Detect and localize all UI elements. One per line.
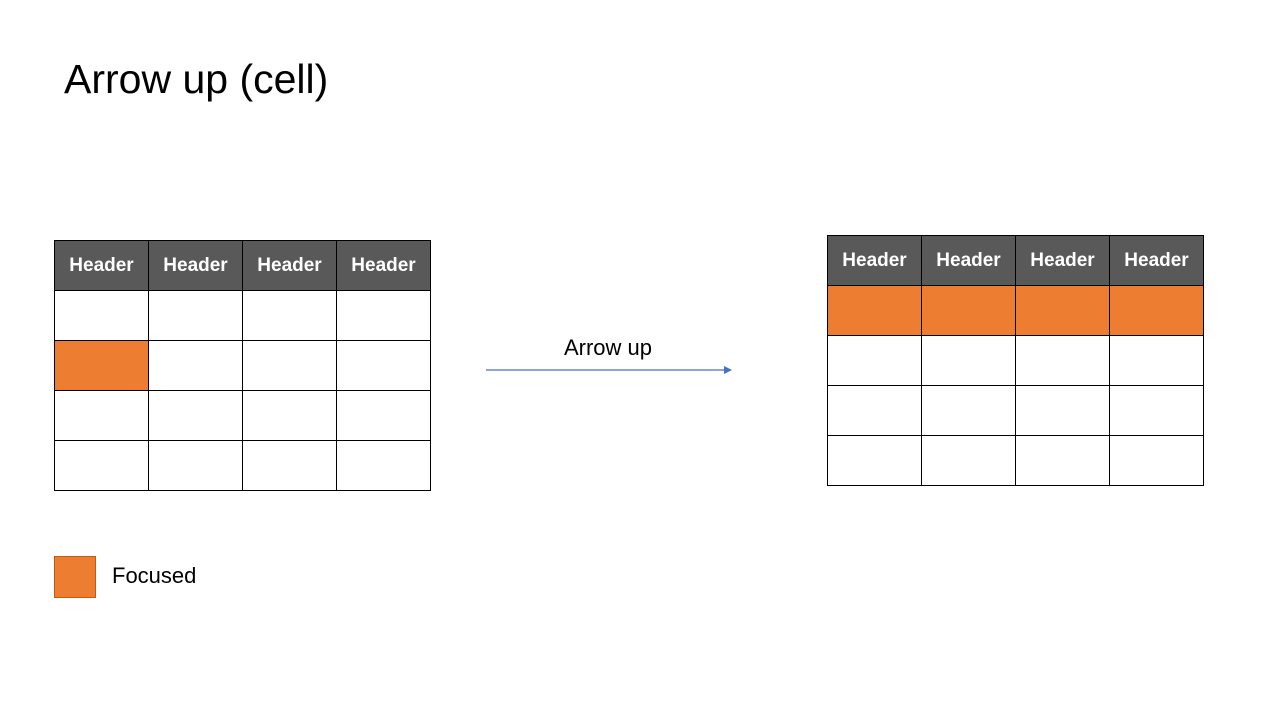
table-cell[interactable]: [827, 435, 922, 486]
table-cell[interactable]: [54, 290, 149, 341]
table-before: Header Header Header Header: [54, 240, 431, 491]
table-row: [54, 340, 431, 391]
right-arrow-icon: [486, 366, 732, 374]
column-header: Header: [1015, 235, 1110, 286]
table-row: [54, 290, 431, 341]
table-row: [827, 435, 1204, 486]
table-cell[interactable]: [1109, 435, 1204, 486]
column-header: Header: [336, 240, 431, 291]
column-header: Header: [1109, 235, 1204, 286]
legend-focused-label: Focused: [112, 563, 197, 588]
table-row: [54, 440, 431, 491]
table-cell[interactable]: [336, 390, 431, 441]
header-row: Header Header Header Header: [827, 235, 1204, 286]
table-row: [54, 390, 431, 441]
table-cell[interactable]: [1109, 335, 1204, 386]
table-cell[interactable]: [242, 340, 337, 391]
legend-focused-swatch: [54, 556, 96, 598]
table-cell[interactable]: [54, 390, 149, 441]
table-cell[interactable]: [242, 440, 337, 491]
column-header: Header: [54, 240, 149, 291]
table-cell[interactable]: [336, 340, 431, 391]
transition-label: Arrow up: [563, 335, 653, 360]
table-cell[interactable]: [336, 440, 431, 491]
column-header: Header: [148, 240, 243, 291]
table-cell[interactable]: [827, 385, 922, 436]
table-cell[interactable]: [921, 385, 1016, 436]
table-after: Header Header Header Header: [827, 235, 1204, 486]
table-cell[interactable]: [1015, 335, 1110, 386]
table-cell[interactable]: [1015, 385, 1110, 436]
table-cell[interactable]: [54, 440, 149, 491]
focused-cell[interactable]: [54, 340, 149, 391]
table-cell[interactable]: [148, 390, 243, 441]
table-cell[interactable]: [827, 335, 922, 386]
table-cell[interactable]: [242, 390, 337, 441]
table-cell[interactable]: [242, 290, 337, 341]
slide-title: Arrow up (cell): [64, 56, 329, 102]
table-row: [827, 335, 1204, 386]
table-cell[interactable]: [148, 340, 243, 391]
focused-cell[interactable]: [1015, 285, 1110, 336]
column-header: Header: [921, 235, 1016, 286]
table-cell[interactable]: [1015, 435, 1110, 486]
table-cell[interactable]: [336, 290, 431, 341]
focused-cell[interactable]: [827, 285, 922, 336]
focused-cell[interactable]: [1109, 285, 1204, 336]
header-row: Header Header Header Header: [54, 240, 431, 291]
table-row: [827, 285, 1204, 336]
focused-cell[interactable]: [921, 285, 1016, 336]
table-cell[interactable]: [921, 435, 1016, 486]
table-cell[interactable]: [921, 335, 1016, 386]
table-cell[interactable]: [1109, 385, 1204, 436]
table-cell[interactable]: [148, 440, 243, 491]
column-header: Header: [827, 235, 922, 286]
column-header: Header: [242, 240, 337, 291]
table-cell[interactable]: [148, 290, 243, 341]
table-row: [827, 385, 1204, 436]
